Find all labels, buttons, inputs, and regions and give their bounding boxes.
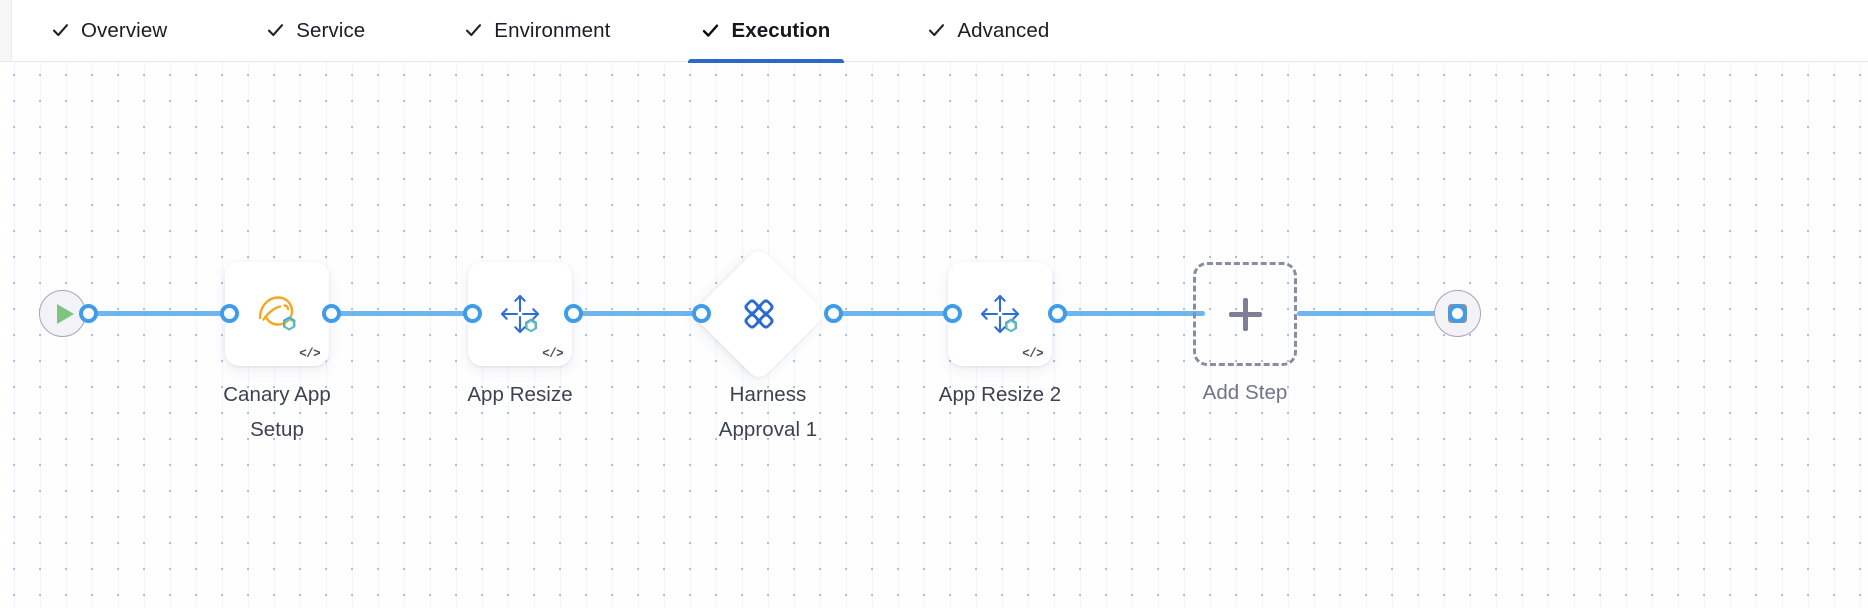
port-approval-in[interactable]: [692, 304, 711, 323]
step-app-resize[interactable]: </>: [468, 262, 572, 366]
check-icon: [267, 22, 284, 39]
resize-arrows-icon: [468, 262, 572, 366]
play-icon: [56, 303, 74, 324]
check-icon: [702, 22, 719, 39]
pipeline-start-node[interactable]: [39, 290, 86, 337]
step-app-resize-2[interactable]: </>: [948, 262, 1052, 366]
port-resize-out[interactable]: [564, 304, 583, 323]
pipeline-canvas[interactable]: </> Canary App Setup: [11, 62, 1868, 608]
tab-active-indicator: [38, 59, 181, 63]
tab-active-indicator: [914, 59, 1063, 63]
tab-execution[interactable]: Execution: [682, 0, 850, 63]
step-label-harness-approval-1: Harness Approval 1: [718, 383, 818, 441]
edge-start-to-canary: [86, 311, 246, 316]
edge-approval-to-resize2: [833, 311, 961, 316]
tanzu-bird-icon: [225, 262, 329, 366]
resize-arrows-icon: [948, 262, 1052, 366]
tab-label: Execution: [731, 18, 831, 42]
code-icon: </>: [299, 347, 320, 361]
port-resize-in[interactable]: [463, 304, 482, 323]
tab-service[interactable]: Service: [247, 0, 385, 62]
step-label-app-resize: App Resize: [467, 383, 573, 406]
code-icon: </>: [1022, 347, 1043, 361]
check-icon: [52, 22, 69, 39]
edge-resize2-to-addstep: [1057, 311, 1205, 316]
port-canary-in[interactable]: [220, 304, 239, 323]
tab-environment[interactable]: Environment: [445, 0, 630, 62]
tab-overview[interactable]: Overview: [32, 0, 187, 62]
port-canary-out[interactable]: [322, 304, 341, 323]
edge-canary-to-resize: [331, 311, 479, 316]
add-step-label: Add Step: [1202, 381, 1288, 404]
port-resize2-in[interactable]: [943, 304, 962, 323]
edge-addstep-to-end: [1297, 311, 1457, 316]
port-start-out[interactable]: [79, 304, 98, 323]
tab-active-indicator: [451, 59, 624, 63]
tab-active-indicator: [688, 58, 845, 63]
tab-advanced[interactable]: Advanced: [908, 0, 1069, 62]
port-resize2-out[interactable]: [1048, 304, 1067, 323]
tab-label: Advanced: [957, 18, 1050, 42]
tab-label: Environment: [494, 18, 611, 42]
add-step-button[interactable]: [1193, 262, 1297, 366]
stage-tab-bar: Overview Service Environment Execution: [0, 0, 1868, 63]
check-icon: [928, 22, 945, 39]
tab-label: Service: [296, 18, 366, 42]
code-icon: </>: [542, 347, 563, 361]
port-end-in[interactable]: [1448, 304, 1467, 323]
tab-label: Overview: [81, 18, 168, 42]
edge-resize-to-approval: [573, 311, 701, 316]
plus-icon: [1242, 297, 1248, 331]
tab-active-indicator: [253, 59, 379, 63]
pipeline-graph: </> Canary App Setup: [11, 62, 1868, 608]
harness-logo-icon: [733, 288, 785, 340]
check-icon: [465, 22, 482, 39]
step-harness-approval-1[interactable]: [691, 246, 827, 382]
port-approval-out[interactable]: [824, 304, 843, 323]
step-label-app-resize-2: App Resize 2: [938, 383, 1062, 406]
step-label-canary-app-setup: Canary App Setup: [223, 383, 331, 441]
step-canary-app-setup[interactable]: </>: [225, 262, 329, 366]
